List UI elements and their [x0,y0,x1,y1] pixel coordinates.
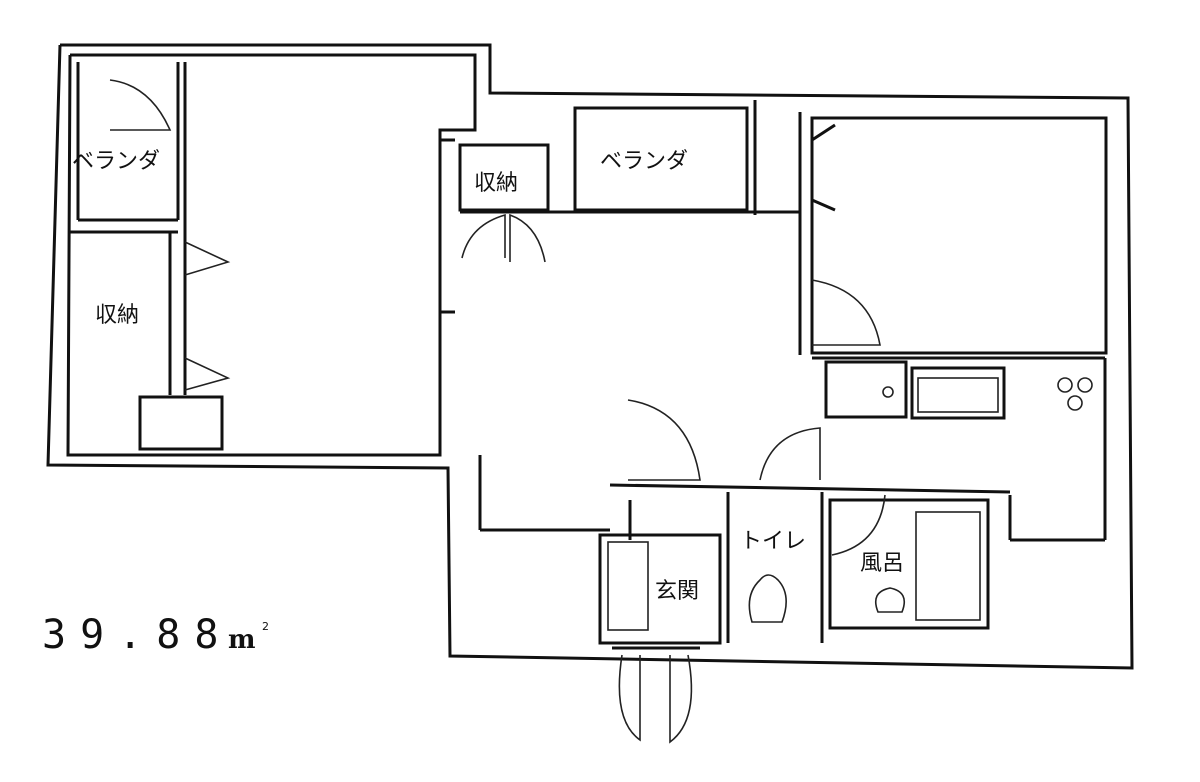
wet-area-walls [478,399,1011,744]
floor-area-value: 39.88 [42,612,232,658]
balcony-center-label: ベランダ [600,149,688,174]
bath-label: 風呂 [860,551,904,576]
center-top-walls [440,100,802,355]
storage-top-label: 収納 [474,171,518,196]
outer-walls [46,43,1134,670]
toilet-label: トイレ [740,529,806,554]
right-room-walls [810,116,1108,542]
storage-left-label: 収納 [95,303,139,328]
floor-area-unit-sup: 2 [262,620,269,633]
floor-area-unit: m [228,625,256,655]
left-room-walls [70,62,231,451]
entrance-label: 玄関 [655,579,699,604]
balcony-left-label: ベランダ [72,149,160,174]
